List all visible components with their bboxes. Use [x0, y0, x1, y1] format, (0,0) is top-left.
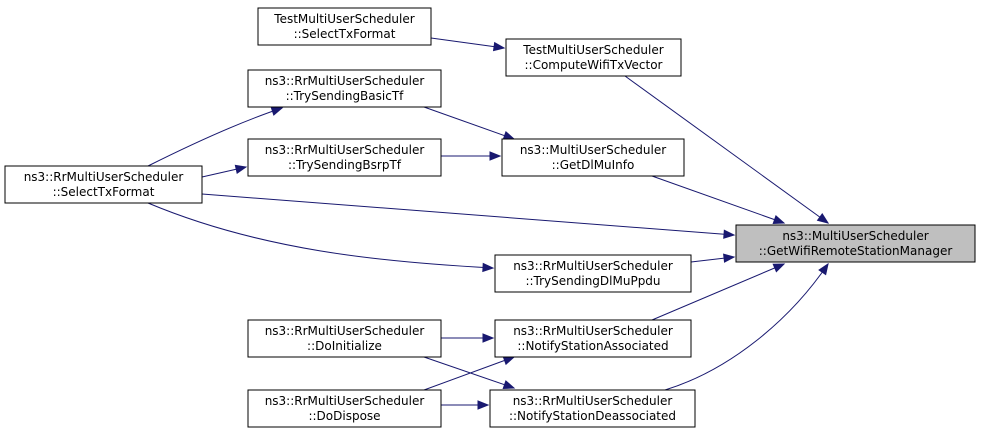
- edge-rr_basic-to-mu_getdl: [423, 106, 516, 140]
- node-method-label: ::TrySendingBasicTf: [286, 89, 405, 103]
- node-class-label: ns3::RrMultiUserScheduler: [265, 143, 425, 157]
- node-class-label: TestMultiUserScheduler: [273, 12, 414, 26]
- arrowhead-icon: [502, 380, 516, 390]
- node-class-label: ns3::RrMultiUserScheduler: [265, 324, 425, 338]
- edge-line: [430, 37, 505, 49]
- node-class-label: ns3::MultiUserScheduler: [782, 229, 928, 243]
- node-method-label: ::ComputeWifiTxVector: [525, 58, 663, 72]
- node-class-label: ns3::RrMultiUserScheduler: [265, 74, 425, 88]
- edge-test_select-to-test_compute: [430, 37, 506, 52]
- edge-rr_assoc-to-target: [651, 263, 786, 321]
- node-method-label: ::NotifyStationAssociated: [517, 339, 668, 353]
- edge-rr_init-to-rr_deassoc: [423, 356, 516, 390]
- node-mu-getdl[interactable]: ns3::MultiUserScheduler::GetDlMuInfo: [501, 138, 685, 177]
- node-test-compute[interactable]: TestMultiUserScheduler::ComputeWifiTxVec…: [505, 38, 682, 77]
- node-box: [489, 389, 696, 428]
- node-box: [247, 69, 442, 108]
- arrowhead-icon: [723, 253, 736, 263]
- node-box: [505, 38, 682, 77]
- node-layer: TestMultiUserScheduler::SelectTxFormatTe…: [4, 7, 976, 428]
- node-rr-dispose[interactable]: ns3::RrMultiUserScheduler::DoDispose: [247, 389, 442, 428]
- edge-rr_dlppdu-to-target: [690, 253, 736, 263]
- node-class-label: ns3::RrMultiUserScheduler: [265, 394, 425, 408]
- arrowhead-icon: [772, 263, 786, 273]
- edge-line: [147, 107, 283, 167]
- edge-rr_bsrp-to-mu_getdl: [441, 151, 502, 161]
- arrowhead-icon: [270, 106, 284, 116]
- node-rr-dlppdu[interactable]: ns3::RrMultiUserScheduler::TrySendingDlM…: [494, 254, 692, 293]
- edge-rr_dispose-to-rr_deassoc: [441, 400, 490, 410]
- edge-rr_init-to-rr_assoc: [441, 333, 495, 343]
- arrowhead-icon: [502, 131, 516, 140]
- node-method-label: ::SelectTxFormat: [53, 185, 155, 199]
- node-method-label: ::SelectTxFormat: [294, 27, 396, 41]
- node-box: [247, 389, 442, 428]
- node-box: [257, 7, 432, 46]
- node-test-select[interactable]: TestMultiUserScheduler::SelectTxFormat: [257, 7, 432, 46]
- node-class-label: ns3::RrMultiUserScheduler: [513, 259, 673, 273]
- node-class-label: ns3::RrMultiUserScheduler: [24, 170, 184, 184]
- edge-line: [624, 75, 829, 224]
- arrowhead-icon: [234, 164, 248, 174]
- node-rr-init[interactable]: ns3::RrMultiUserScheduler::DoInitialize: [247, 319, 442, 358]
- arrowhead-icon: [489, 151, 502, 161]
- node-class-label: ns3::RrMultiUserScheduler: [513, 394, 673, 408]
- arrowhead-icon: [772, 215, 786, 224]
- edge-line: [664, 263, 829, 391]
- node-rr-assoc[interactable]: ns3::RrMultiUserScheduler::NotifyStation…: [494, 319, 692, 358]
- node-method-label: ::NotifyStationDeassociated: [509, 409, 676, 423]
- node-box: [494, 319, 692, 358]
- node-class-label: ns3::MultiUserScheduler: [520, 143, 666, 157]
- node-method-label: ::TrySendingBsrpTf: [288, 158, 402, 172]
- node-method-label: ::TrySendingDlMuPpdu: [525, 274, 660, 288]
- edge-mu_getdl-to-target: [651, 175, 786, 224]
- edge-line: [201, 193, 735, 236]
- edge-rr_select-to-target: [201, 193, 736, 239]
- node-box: [735, 224, 976, 263]
- edge-test_compute-to-target: [624, 75, 830, 224]
- node-rr-select[interactable]: ns3::RrMultiUserScheduler::SelectTxForma…: [4, 165, 203, 204]
- node-box: [4, 165, 203, 204]
- arrowhead-icon: [502, 356, 516, 366]
- edge-line: [147, 202, 494, 269]
- node-box: [247, 138, 442, 177]
- edge-line: [651, 263, 785, 321]
- node-box: [501, 138, 685, 177]
- edge-line: [651, 175, 785, 224]
- node-rr-deassoc[interactable]: ns3::RrMultiUserScheduler::NotifyStation…: [489, 389, 696, 428]
- arrowhead-icon: [477, 400, 490, 410]
- arrowhead-icon: [818, 262, 829, 276]
- edge-line: [423, 356, 515, 389]
- arrowhead-icon: [482, 262, 495, 273]
- node-method-label: ::GetWifiRemoteStationManager: [759, 244, 953, 258]
- edge-rr_deassoc-to-target: [664, 262, 829, 391]
- edge-rr_select-to-rr_bsrp: [201, 164, 248, 178]
- edge-layer: [147, 37, 830, 410]
- edge-line: [423, 356, 515, 391]
- node-class-label: TestMultiUserScheduler: [522, 43, 663, 57]
- node-box: [494, 254, 692, 293]
- edge-rr_select-to-rr_basic: [147, 106, 284, 167]
- arrowhead-icon: [723, 229, 736, 239]
- edge-rr_select-to-rr_dlppdu: [147, 202, 495, 273]
- node-rr-basic[interactable]: ns3::RrMultiUserScheduler::TrySendingBas…: [247, 69, 442, 108]
- node-method-label: ::DoInitialize: [307, 339, 382, 353]
- node-class-label: ns3::RrMultiUserScheduler: [513, 324, 673, 338]
- node-method-label: ::DoDispose: [308, 409, 380, 423]
- node-rr-bsrp[interactable]: ns3::RrMultiUserScheduler::TrySendingBsr…: [247, 138, 442, 177]
- arrowhead-icon: [492, 41, 506, 52]
- arrowhead-icon: [816, 213, 830, 224]
- node-method-label: ::GetDlMuInfo: [552, 158, 635, 172]
- node-target[interactable]: ns3::MultiUserScheduler::GetWifiRemoteSt…: [735, 224, 976, 263]
- edge-line: [423, 106, 515, 140]
- node-box: [247, 319, 442, 358]
- arrowhead-icon: [482, 333, 495, 343]
